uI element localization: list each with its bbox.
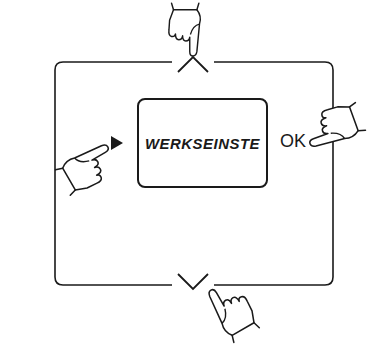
left-button-triangle — [111, 136, 123, 150]
up-chevron — [178, 57, 208, 72]
button-label: OK — [279, 131, 307, 152]
pointing-hand — [204, 277, 262, 343]
pointing-hand — [169, 3, 201, 56]
display-text: WERKSEINSTE — [145, 135, 260, 152]
control-panel: OK WERKSEINSTE — [55, 62, 333, 285]
panel-outline — [55, 62, 333, 285]
display-screen: WERKSEINSTE — [137, 98, 268, 188]
pointing-hand — [55, 140, 121, 198]
down-chevron — [178, 274, 208, 289]
pointing-hand — [301, 100, 366, 151]
